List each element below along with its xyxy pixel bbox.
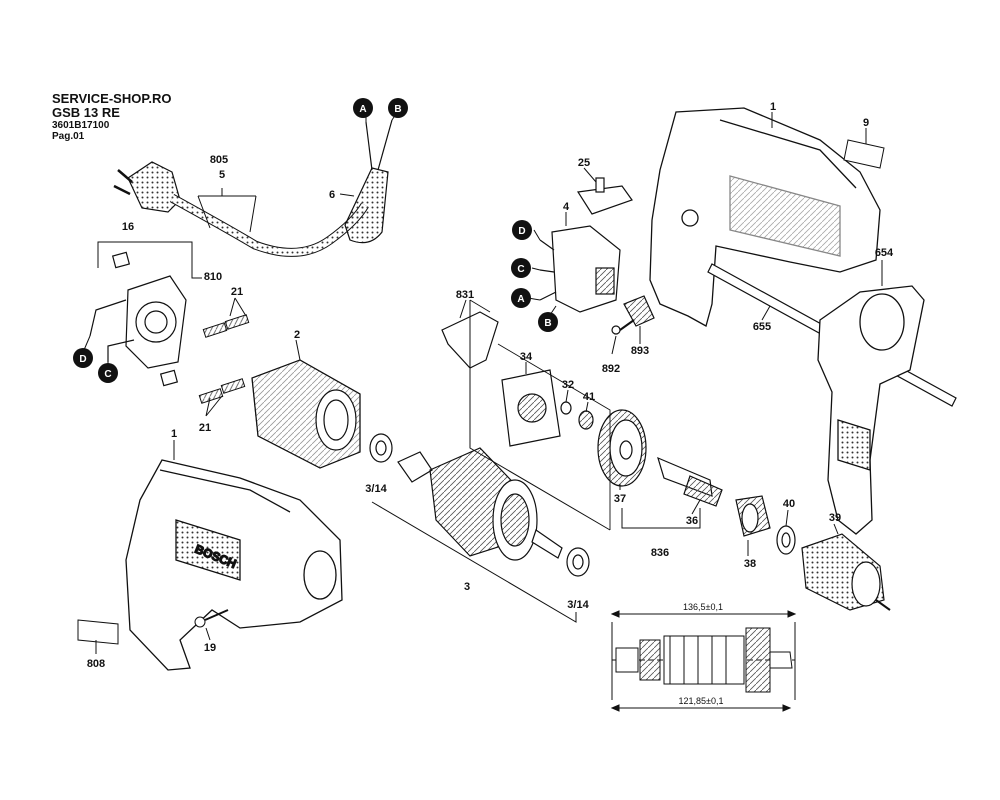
svg-text:B: B	[394, 104, 401, 115]
svg-text:C: C	[104, 369, 111, 380]
page-number: Pag.01	[52, 131, 85, 142]
label-32: 32	[562, 379, 574, 391]
svg-text:C: C	[517, 264, 524, 275]
label-655: 655	[753, 321, 771, 333]
power-cord	[113, 119, 393, 257]
label-2: 2	[294, 329, 300, 341]
chuck-39	[801, 533, 891, 611]
screw-19	[194, 609, 229, 628]
label-1-top: 1	[770, 101, 776, 113]
bearing-left	[369, 433, 393, 463]
bearing-right	[566, 547, 590, 577]
label-25: 25	[578, 157, 590, 169]
armature-dimension-drawing	[610, 610, 797, 712]
washer-40	[776, 525, 796, 555]
label-41: 41	[583, 391, 595, 403]
connector-a-top: A	[353, 98, 373, 118]
label-16: 16	[122, 221, 134, 233]
label-808	[77, 619, 119, 645]
label-1-bottom: 1	[171, 428, 177, 440]
shop-name: SERVICE-SHOP.RO	[52, 91, 172, 106]
gear-37	[597, 409, 647, 487]
label-34: 34	[520, 351, 533, 363]
housing-half-left: BOSCH	[125, 459, 343, 671]
label-836: 836	[651, 547, 669, 559]
label-36: 36	[686, 515, 698, 527]
connector-d-switch: D	[512, 220, 532, 240]
connector-c-switch: C	[511, 258, 531, 278]
armature	[397, 447, 563, 561]
connector-a-switch: A	[511, 288, 531, 308]
spindle-36	[657, 456, 723, 507]
svg-text:D: D	[79, 354, 86, 365]
connector-c-left: C	[98, 363, 118, 383]
sleeve-38	[735, 495, 771, 537]
label-4: 4	[563, 201, 570, 213]
label-805: 805	[210, 154, 228, 166]
svg-text:B: B	[544, 318, 551, 329]
brush-holder-assembly	[89, 251, 187, 387]
label-40: 40	[783, 498, 795, 510]
slide-25	[576, 177, 633, 215]
label-5: 5	[219, 169, 225, 181]
label-21-top: 21	[231, 286, 243, 298]
housing-half-right	[649, 107, 881, 327]
connector-b-switch: B	[538, 312, 558, 332]
part-number: 3601B17100	[52, 120, 110, 131]
dimension-core: 121,85±0,1	[679, 696, 724, 706]
guide-box	[469, 299, 611, 530]
dimension-overall: 136,5±0,1	[683, 602, 723, 612]
label-6: 6	[329, 189, 335, 201]
connector-b-top: B	[388, 98, 408, 118]
label-893: 893	[631, 345, 649, 357]
svg-text:A: A	[517, 294, 524, 305]
lever-893	[611, 295, 655, 335]
label-810: 810	[204, 271, 222, 283]
svg-text:A: A	[359, 104, 366, 115]
plate-34	[501, 369, 561, 447]
brush-sleeves	[198, 314, 250, 404]
label-3-14-left: 3/14	[365, 483, 387, 495]
model-name: GSB 13 RE	[52, 105, 120, 120]
label-38: 38	[744, 558, 756, 570]
label-21-bottom: 21	[199, 422, 211, 434]
label-831: 831	[456, 289, 474, 301]
label-808: 808	[87, 658, 105, 670]
label-3-14-right: 3/14	[567, 599, 589, 611]
label-654: 654	[875, 247, 894, 259]
stator	[251, 359, 361, 469]
label-37: 37	[614, 493, 626, 505]
nameplate-9	[843, 139, 885, 169]
label-3: 3	[464, 581, 470, 593]
connector-badges: A B D C D C A B	[73, 98, 558, 383]
label-9: 9	[863, 117, 869, 129]
switch	[539, 225, 621, 313]
label-892: 892	[602, 363, 620, 375]
auxiliary-handle-654	[817, 285, 925, 535]
part-labels: 805 5 6 16 810 21 2 21 1 3/14 3 3/14 19 …	[87, 101, 894, 706]
pin-and-ring	[560, 401, 594, 430]
svg-text:D: D	[518, 226, 525, 237]
label-19: 19	[204, 642, 216, 654]
connector-d-left: D	[73, 348, 93, 368]
label-39: 39	[829, 512, 841, 524]
